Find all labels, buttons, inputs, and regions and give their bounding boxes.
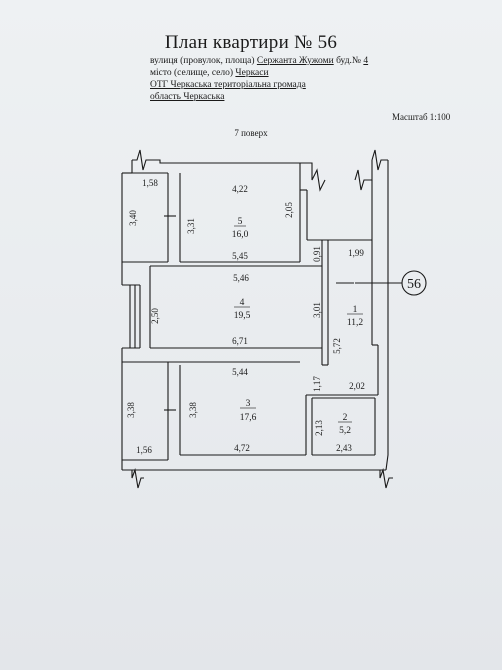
floor-label: 7 поверх xyxy=(234,128,268,138)
dim-1-99: 1,99 xyxy=(348,248,364,258)
dim-5-45: 5,45 xyxy=(232,251,248,261)
dim-3-38-left: 3,38 xyxy=(126,402,136,418)
room-2-number: 2 xyxy=(343,413,348,423)
top-wall xyxy=(132,149,326,192)
address-region-line: область Черкаська xyxy=(150,92,225,102)
dim-2-13: 2,13 xyxy=(314,420,324,436)
dim-0-91: 0,91 xyxy=(312,246,322,262)
address-community-line: ОТГ Черкаська територіальна громада xyxy=(150,80,306,90)
dim-5-72: 5,72 xyxy=(332,338,342,354)
room-3-area: 17,6 xyxy=(240,413,257,423)
dim-2-05: 2,05 xyxy=(284,202,294,218)
address-city-line: місто (селище, село) Черкаси xyxy=(150,68,269,78)
dim-1-56: 1,56 xyxy=(136,445,152,455)
dim-5-46: 5,46 xyxy=(233,273,249,283)
dim-6-71: 6,71 xyxy=(232,336,248,346)
room-3-number: 3 xyxy=(246,399,251,409)
dim-1-58: 1,58 xyxy=(142,178,158,188)
plan-title: План квартири № 56 xyxy=(164,32,338,53)
dim-1-17: 1,17 xyxy=(312,376,322,392)
room-2-area: 5,2 xyxy=(339,426,351,436)
dim-3-38-right: 3,38 xyxy=(188,402,198,418)
right-wall xyxy=(385,160,389,471)
room-1-number: 1 xyxy=(353,305,358,315)
dim-2-50: 2,50 xyxy=(150,308,160,324)
room-1-area: 11,2 xyxy=(347,318,364,328)
dim-4-22: 4,22 xyxy=(232,184,248,194)
room-4-number: 4 xyxy=(240,298,245,308)
apartment-marker-number: 56 xyxy=(407,277,421,292)
dim-5-44: 5,44 xyxy=(232,367,248,377)
room-5-area: 16,0 xyxy=(232,230,249,240)
room-4-area: 19,5 xyxy=(234,311,251,321)
room-5-number: 5 xyxy=(238,217,243,227)
dim-2-43: 2,43 xyxy=(336,443,352,453)
address-street-line: вулиця (провулок, площа) Сержанта Жужоми… xyxy=(150,56,369,66)
dim-3-31: 3,31 xyxy=(186,218,196,234)
dim-4-72: 4,72 xyxy=(234,443,250,453)
apartment-marker-circle xyxy=(401,270,427,296)
dim-3-01: 3,01 xyxy=(312,302,322,318)
scale-label: Масштаб 1:100 xyxy=(392,112,451,122)
dim-2-02: 2,02 xyxy=(349,381,365,391)
dim-3-40: 3,40 xyxy=(128,210,138,226)
